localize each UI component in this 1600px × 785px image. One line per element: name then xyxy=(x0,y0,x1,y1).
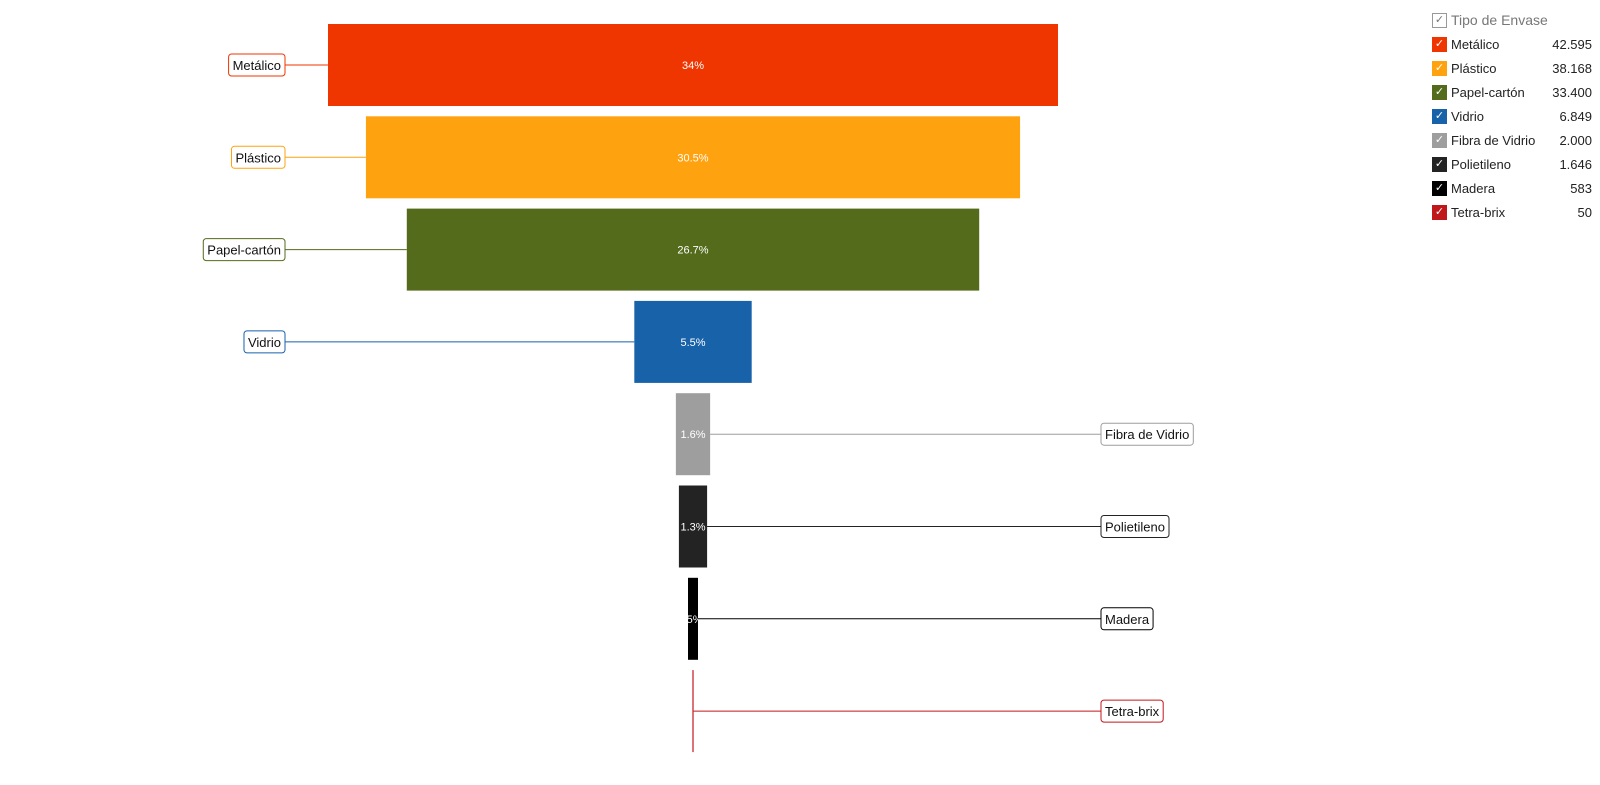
funnel-bar-papel-cart-n[interactable] xyxy=(406,208,980,291)
funnel-percent-label: 5.5% xyxy=(680,337,705,349)
funnel-category-label: Papel-cartón xyxy=(207,243,281,258)
funnel-percent-label: 1.3% xyxy=(680,522,705,534)
funnel-label-box xyxy=(230,145,286,169)
legend-item-label: Tetra-brix xyxy=(1451,204,1506,220)
legend-item-label: Plástico xyxy=(1451,60,1497,76)
funnel-label-box xyxy=(243,330,286,354)
funnel-label-box xyxy=(1100,607,1154,631)
legend-item-label: Vidrio xyxy=(1451,108,1485,124)
funnel-label-box xyxy=(202,238,286,262)
funnel-percent-label: 1.6% xyxy=(680,429,705,441)
legend-item-value: 6.849 xyxy=(1559,108,1592,124)
legend-item-value: 33.400 xyxy=(1552,84,1592,100)
legend-checkbox-icon[interactable]: ✓ xyxy=(1432,108,1447,124)
legend-item-value: 50 xyxy=(1577,204,1592,220)
funnel-category-label: Metálico xyxy=(233,58,281,73)
legend-item-value: 1.646 xyxy=(1559,156,1592,172)
legend-item[interactable]: ✓Madera 583 xyxy=(1432,176,1592,200)
funnel-bar-met-lico[interactable] xyxy=(328,24,1058,106)
legend-checkbox-icon[interactable]: ✓ xyxy=(1432,60,1447,76)
legend-checkbox-icon[interactable]: ✓ xyxy=(1432,204,1447,220)
funnel-bar-tetra-brix[interactable] xyxy=(692,670,694,753)
legend-checkbox-icon[interactable]: ✓ xyxy=(1432,132,1447,148)
funnel-bar-madera[interactable] xyxy=(688,577,698,660)
funnel-label-box xyxy=(1100,422,1194,446)
funnel-percent-label: .5% xyxy=(684,614,703,626)
legend-item[interactable]: ✓Papel-cartón 33.400 xyxy=(1432,80,1592,104)
legend-item-value: 42.595 xyxy=(1552,36,1592,52)
funnel-bar-vidrio[interactable] xyxy=(634,300,752,383)
legend-title: Tipo de Envase xyxy=(1451,12,1548,28)
funnel-category-label: Plástico xyxy=(235,150,281,165)
legend-item-label: Fibra de Vidrio xyxy=(1451,132,1536,148)
funnel-bar-polietileno[interactable] xyxy=(678,485,708,568)
legend-item[interactable]: ✓Vidrio 6.849 xyxy=(1432,104,1592,128)
legend-item-value: 583 xyxy=(1570,180,1592,196)
legend-item[interactable]: ✓Metálico 42.595 xyxy=(1432,32,1592,56)
legend-checkbox-icon[interactable]: ✓ xyxy=(1432,180,1447,196)
funnel-bar-fibra-de-vidrio[interactable] xyxy=(675,393,711,476)
funnel-percent-label: 26.7% xyxy=(677,245,708,257)
legend-item-label: Metálico xyxy=(1451,36,1500,52)
funnel-category-label: Vidrio xyxy=(248,335,281,350)
funnel-category-label: Tetra-brix xyxy=(1105,704,1160,719)
funnel-label-box xyxy=(228,53,286,77)
funnel-category-label: Madera xyxy=(1105,612,1150,627)
funnel-percent-label: 34% xyxy=(682,60,704,72)
legend-item-value: 38.168 xyxy=(1552,60,1592,76)
legend-checkbox-icon[interactable]: ✓ xyxy=(1432,156,1447,172)
legend-title-checkbox-icon[interactable]: ✓ xyxy=(1432,12,1447,28)
legend-item-label: Madera xyxy=(1451,180,1496,196)
legend-item[interactable]: ✓Polietileno 1.646 xyxy=(1432,152,1592,176)
legend-item[interactable]: ✓Tetra-brix 50 xyxy=(1432,200,1592,224)
legend-item[interactable]: ✓Plástico 38.168 xyxy=(1432,56,1592,80)
legend-title-row[interactable]: ✓ Tipo de Envase xyxy=(1432,8,1592,32)
legend-item[interactable]: ✓Fibra de Vidrio 2.000 xyxy=(1432,128,1592,152)
funnel-label-box xyxy=(1100,515,1170,538)
funnel-label-box xyxy=(1100,699,1164,723)
legend-checkbox-icon[interactable]: ✓ xyxy=(1432,36,1447,52)
legend-checkbox-icon[interactable]: ✓ xyxy=(1432,84,1447,100)
funnel-category-label: Polietileno xyxy=(1105,520,1165,535)
legend-item-label: Papel-cartón xyxy=(1451,84,1525,100)
funnel-percent-label: 30.5% xyxy=(677,152,708,164)
funnel-category-label: Fibra de Vidrio xyxy=(1105,427,1189,442)
legend-item-value: 2.000 xyxy=(1559,132,1592,148)
legend-item-label: Polietileno xyxy=(1451,156,1511,172)
funnel-bar-pl-stico[interactable] xyxy=(365,116,1021,199)
